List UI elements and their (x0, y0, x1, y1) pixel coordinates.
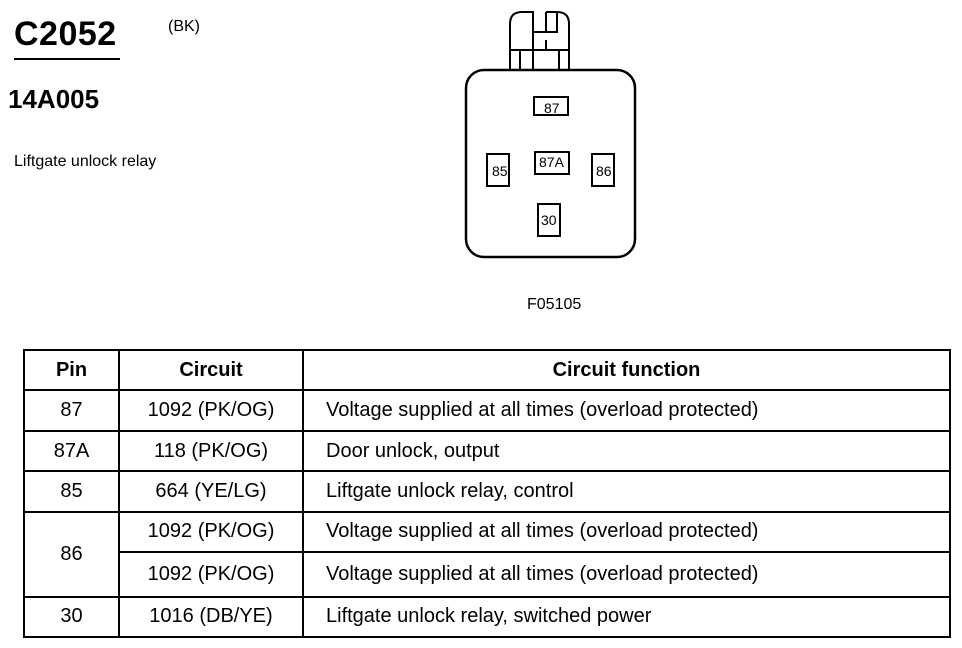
pin-cell: 86 (23, 510, 120, 598)
table-row: 87 1092 (PK/OG) Voltage supplied at all … (23, 389, 951, 432)
circuit-cell: 664 (YE/LG) (118, 470, 304, 513)
function-cell: Voltage supplied at all times (overload … (302, 551, 951, 598)
connector-id-underline (14, 58, 120, 60)
connector-latch (509, 11, 570, 70)
circuit-cell: 1092 (PK/OG) (118, 551, 304, 598)
part-number: 14A005 (8, 84, 100, 114)
circuit-cell: 1092 (PK/OG) (118, 389, 304, 432)
table-header-row: Pin Circuit Circuit function (23, 348, 951, 392)
figure-reference: F05105 (527, 296, 582, 313)
circuit-cell: 118 (PK/OG) (118, 429, 304, 473)
header-circuit-function: Circuit function (302, 348, 951, 392)
pin-cavity-86 (591, 153, 615, 187)
pin-label-85: 85 (492, 163, 508, 179)
connector-id: C2052 (14, 15, 117, 53)
function-cell: Voltage supplied at all times (overload … (302, 510, 951, 554)
connector-face-diagram: 87 85 87A 86 30 (464, 11, 637, 259)
pin-cavity-87a (534, 151, 570, 175)
circuit-cell: 1016 (DB/YE) (118, 595, 304, 639)
connector-color-code: (BK) (168, 18, 200, 35)
pin-label-87a: 87A (539, 154, 565, 170)
function-cell: Liftgate unlock relay, control (302, 470, 951, 513)
function-cell: Voltage supplied at all times (overload … (302, 389, 951, 432)
header-pin: Pin (23, 348, 120, 392)
table-row: 86 1092 (PK/OG) Voltage supplied at all … (23, 510, 951, 598)
table-row: 30 1016 (DB/YE) Liftgate unlock relay, s… (23, 595, 951, 639)
pin-cell: 87 (23, 389, 120, 432)
table-row: 85 664 (YE/LG) Liftgate unlock relay, co… (23, 470, 951, 513)
pinout-table: Pin Circuit Circuit function 87 1092 (PK… (23, 348, 951, 639)
table-row: 87A 118 (PK/OG) Door unlock, output (23, 429, 951, 473)
function-cell: Door unlock, output (302, 429, 951, 473)
component-name: Liftgate unlock relay (14, 153, 157, 170)
pin-cavity-30 (537, 203, 561, 237)
pin-cell: 87A (23, 429, 120, 473)
pin-label-30: 30 (541, 212, 557, 228)
header-circuit: Circuit (118, 348, 304, 392)
table-row: 1092 (PK/OG) Voltage supplied at all tim… (24, 551, 951, 598)
pin-label-86: 86 (596, 163, 612, 179)
function-cell: Liftgate unlock relay, switched power (302, 595, 951, 639)
pin-cell: 85 (23, 470, 120, 513)
pin-label-87: 87 (544, 100, 560, 116)
circuit-cell: 1092 (PK/OG) (118, 510, 304, 554)
pin-cavity-85 (486, 153, 510, 187)
pin-cavity-87 (533, 96, 569, 116)
pin-cell: 30 (23, 595, 120, 639)
